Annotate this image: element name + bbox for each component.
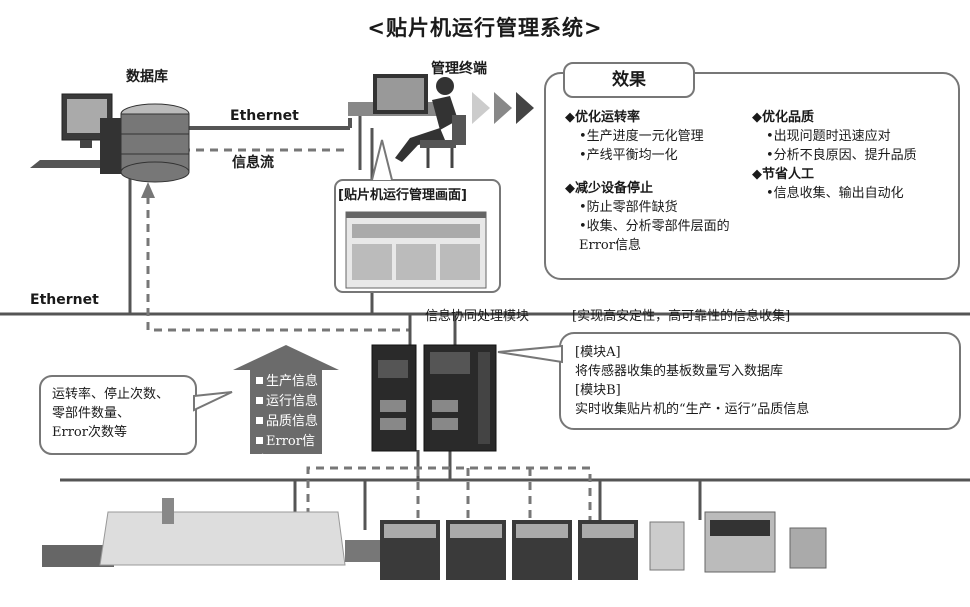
effect-heading: ◆优化运转率	[565, 110, 641, 125]
effect-heading: ◆节省人工	[752, 167, 815, 182]
plc-modules	[371, 344, 497, 452]
callout-text: 运转率、停止次数、 零部件数量、 Error次数等	[52, 385, 194, 442]
effect-heading: ◆优化品质	[752, 110, 815, 125]
effects-right-column: ◆优化品质 •出现问题时迅速应对 •分析不良原因、提升品质 ◆节省人工 •信息收…	[752, 108, 952, 203]
ethernet-label-main: Ethernet	[30, 292, 99, 308]
database-label: 数据库	[126, 69, 168, 85]
module-label: 信息协同处理模块	[425, 309, 530, 324]
effects-title: 效果	[563, 62, 695, 98]
module-b-title: [模块B]	[575, 383, 621, 398]
module-desc-box	[559, 332, 961, 430]
info-type-item: Error信息	[256, 434, 315, 469]
callout-line: 零部件数量、	[52, 406, 131, 421]
database-illustration	[30, 93, 190, 183]
info-type-list: 生产信息 运行信息 品质信息 Error信息	[256, 372, 326, 472]
mounter-machines	[380, 520, 638, 580]
terminal-illustration	[348, 74, 466, 170]
effect-item: •出现问题时迅速应对	[766, 129, 891, 144]
effect-item: •分析不良原因、提升品质	[766, 148, 917, 163]
callout-line: Error次数等	[52, 425, 127, 440]
callout-line: 运转率、停止次数、	[52, 387, 170, 402]
module-description: [模块A] 将传感器收集的基板数量写入数据库 [模块B] 实时收集贴片机的“生产…	[575, 343, 955, 419]
info-flow-label: 信息流	[232, 155, 274, 171]
terminal-label: 管理终端	[431, 61, 487, 77]
callout-box	[39, 375, 197, 455]
effects-left-column: ◆优化运转率 •生产进度一元化管理 •产线平衡均一化 ◆减少设备停止 •防止零部…	[565, 108, 750, 255]
info-type-item: 生产信息	[256, 372, 326, 392]
module-a-title: [模块A]	[575, 345, 621, 360]
production-line	[42, 498, 827, 580]
effect-item: •生产进度一元化管理	[579, 129, 704, 144]
upload-arrow	[233, 345, 339, 454]
chevron-arrows	[472, 92, 534, 124]
info-type-item: 品质信息	[256, 412, 326, 432]
effects-box	[544, 72, 960, 280]
info-type-item: 运行信息	[256, 392, 326, 412]
effect-item: •信息收集、输出自动化	[766, 186, 904, 201]
module-b-desc: 实时收集贴片机的“生产・运行”品质信息	[575, 402, 810, 417]
module-a-desc: 将传感器收集的基板数量写入数据库	[575, 364, 784, 379]
effect-item: •防止零部件缺货	[579, 200, 678, 215]
screen-caption: [贴片机运行管理画面]	[338, 188, 467, 203]
effect-item: •产线平衡均一化	[579, 148, 678, 163]
effect-item: •收集、分析零部件层面的Error信息	[579, 219, 730, 253]
ethernet-label-top: Ethernet	[230, 108, 299, 124]
page-title: <贴片机运行管理系统>	[367, 16, 603, 40]
effect-heading: ◆减少设备停止	[565, 181, 654, 196]
module-slogan: [实现高安定性，高可靠性的信息收集]	[572, 309, 791, 324]
